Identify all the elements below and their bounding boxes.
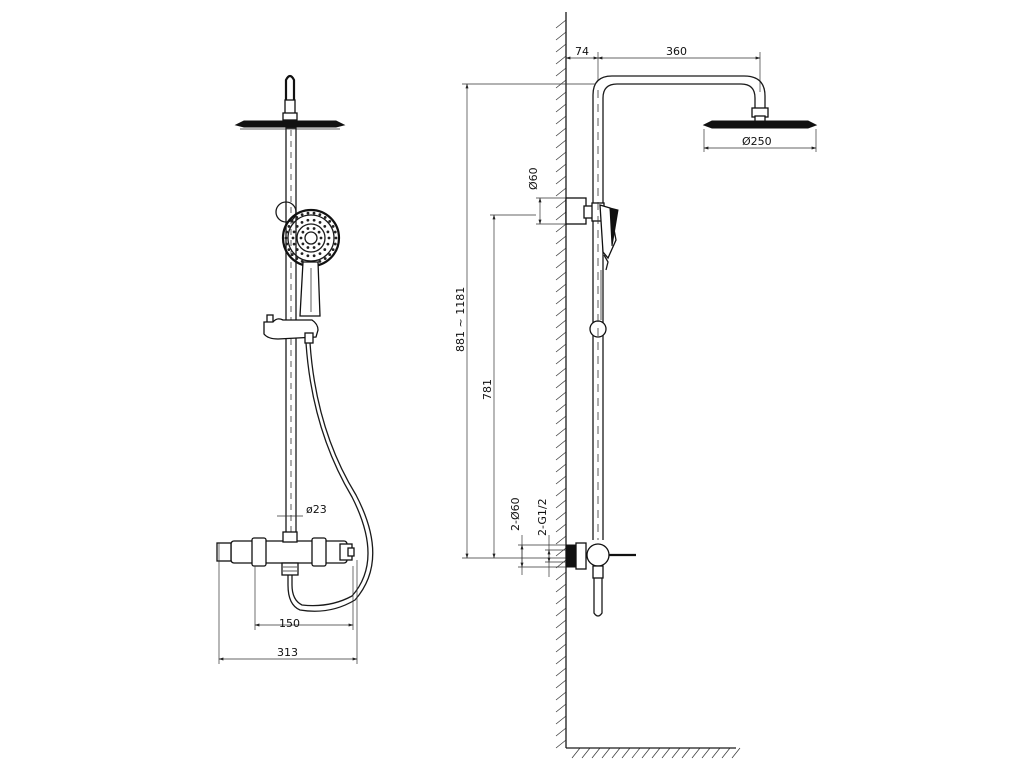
hand-shower-side (599, 204, 619, 320)
rail-height-label: 781 (481, 379, 494, 400)
wall-section (555, 12, 741, 759)
inlet-spacing-label: 150 (279, 617, 300, 630)
arm-offset-label: 74 (575, 45, 589, 58)
overhead-shower-head (234, 120, 346, 128)
overhead-shower-head-side (702, 120, 818, 129)
inlet-thread-label: 2-G1/2 (536, 498, 549, 536)
pipe-diameter-label: ø23 (306, 503, 327, 516)
shower-arm (592, 75, 766, 540)
shower-hose (287, 342, 374, 612)
front-view: ø23 150 313 (216, 74, 374, 664)
height-range-label: 881 ~ 1181 (454, 287, 467, 352)
arm-length-label: 360 (666, 45, 687, 58)
thermostatic-mixer-side (565, 542, 636, 617)
slider-bracket (263, 314, 319, 344)
bracket-diameter-label: Ø60 (527, 167, 540, 190)
head-diameter-label: Ø250 (742, 135, 772, 148)
thermostatic-mixer-front (216, 531, 355, 576)
mixer-width-label: 313 (277, 646, 298, 659)
side-view: 74 360 Ø250 Ø60 (454, 12, 818, 759)
inlet-covers-label: 2-Ø60 (509, 497, 522, 531)
hand-shower (281, 208, 341, 317)
